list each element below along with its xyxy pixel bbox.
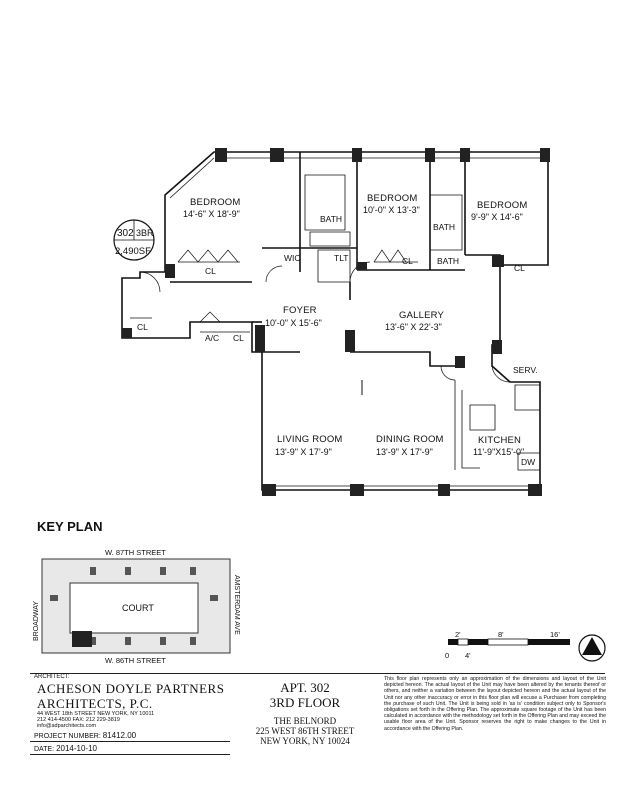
room-dimensions: 13'-6" X 22'-3" bbox=[385, 322, 442, 332]
room-dimensions: 11'-9"X15'-0" bbox=[473, 447, 524, 457]
room-bedroom-2: BEDROOM 10'-0" X 13'-3" bbox=[363, 193, 420, 215]
bath-label: BATH bbox=[433, 222, 455, 232]
project-number-value: 81412.00 bbox=[102, 731, 137, 740]
closet-label: CL bbox=[205, 266, 216, 276]
closet-label: CL bbox=[402, 256, 413, 266]
street-east: AMSTERDAM AVE bbox=[233, 575, 240, 635]
north-arrow-icon bbox=[578, 634, 606, 662]
project-number-label: PROJECT NUMBER: bbox=[34, 733, 101, 740]
unit-number: 302 bbox=[117, 228, 134, 239]
room-name: LIVING ROOM bbox=[277, 434, 343, 445]
building-name: THE BELNORD bbox=[273, 716, 337, 726]
unit-badge: 302 3BR 2,490SF bbox=[113, 219, 155, 261]
architect-firm: ACHESON DOYLE PARTNERS ARCHITECTS, P.C. bbox=[37, 681, 224, 711]
disclaimer-text: This floor plan represents only an appro… bbox=[384, 676, 606, 732]
architect-phone: 212 414-4500 FAX: 212 229-3819 bbox=[37, 717, 120, 723]
floor-plan: BEDROOM 14'-6" X 18'-9" BEDROOM 10'-0" X… bbox=[113, 148, 550, 496]
room-name: DINING ROOM bbox=[376, 434, 444, 445]
room-name: BEDROOM bbox=[190, 197, 241, 208]
svg-text:0: 0 bbox=[445, 651, 449, 660]
room-name: BEDROOM bbox=[367, 193, 418, 204]
svg-text:8': 8' bbox=[498, 630, 504, 639]
unit-highlight bbox=[72, 631, 92, 647]
room-name: BEDROOM bbox=[477, 200, 528, 211]
room-name: KITCHEN bbox=[478, 435, 521, 446]
room-kitchen: KITCHEN 11'-9"X15'-0" bbox=[473, 435, 524, 457]
date-label: DATE: bbox=[34, 746, 55, 753]
svg-text:2': 2' bbox=[455, 630, 461, 639]
room-name: GALLERY bbox=[399, 310, 445, 321]
svg-text:4': 4' bbox=[465, 651, 471, 660]
room-gallery: GALLERY 13'-6" X 22'-3" bbox=[385, 310, 445, 332]
room-living-room: LIVING ROOM 13'-9" X 17'-9" bbox=[275, 434, 343, 457]
room-dining-room: DINING ROOM 13'-9" X 17'-9" bbox=[376, 434, 444, 457]
apartment-info: APT. 302 3RD FLOOR THE BELNORD 225 WEST … bbox=[250, 680, 360, 746]
closet-label: CL bbox=[514, 263, 525, 273]
room-dimensions: 13'-9" X 17'-9" bbox=[376, 447, 433, 457]
wic-label: WIC bbox=[284, 253, 301, 263]
firm-name-line2: ARCHITECTS, P.C. bbox=[37, 696, 153, 711]
bath-label: BATH bbox=[320, 214, 342, 224]
room-dimensions: 13'-9" X 17'-9" bbox=[275, 447, 332, 457]
unit-rooms: 3BR bbox=[136, 228, 154, 238]
architect-email: info@adparchitects.com bbox=[37, 723, 97, 729]
architect-heading: ARCHITECT: bbox=[34, 674, 70, 680]
room-dimensions: 10'-0" X 13'-3" bbox=[363, 205, 420, 215]
svg-text:16': 16' bbox=[550, 630, 560, 639]
street-west: BROADWAY bbox=[33, 601, 40, 641]
key-plan: W. 87TH STREET W. 86TH STREET BROADWAY A… bbox=[33, 548, 240, 665]
room-dimensions: 10'-0" X 15'-6" bbox=[265, 318, 322, 328]
room-foyer: FOYER 10'-0" X 15'-6" bbox=[265, 305, 322, 328]
title-block-divider bbox=[30, 673, 605, 674]
dw-label: DW bbox=[521, 457, 535, 467]
building-street: 225 WEST 86TH STREET bbox=[255, 726, 355, 736]
apartment-number: APT. 302 bbox=[280, 680, 330, 695]
closet-label: CL bbox=[137, 322, 148, 332]
closet-label: CL bbox=[233, 333, 244, 343]
project-divider bbox=[30, 741, 230, 742]
ac-label: A/C bbox=[205, 333, 219, 343]
room-dimensions: 14'-6" X 18'-9" bbox=[183, 209, 240, 219]
bath-label: BATH bbox=[437, 256, 459, 266]
date-divider bbox=[30, 754, 230, 755]
building-city: NEW YORK, NY 10024 bbox=[260, 736, 350, 746]
apartment-floor: 3RD FLOOR bbox=[269, 695, 341, 710]
unit-area: 2,490SF bbox=[115, 246, 151, 257]
serv-label: SERV. bbox=[513, 365, 538, 375]
tlt-label: TLT bbox=[334, 253, 348, 263]
street-north: W. 87TH STREET bbox=[105, 548, 166, 557]
date-value: 2014-10-10 bbox=[56, 744, 97, 753]
scale-bar: 0 2' 4' 8' 16' bbox=[445, 630, 606, 662]
room-bedroom-1: BEDROOM 14'-6" X 18'-9" bbox=[183, 197, 241, 219]
project-number: PROJECT NUMBER: 81412.00 bbox=[34, 731, 136, 740]
court-label: COURT bbox=[122, 603, 154, 613]
street-south: W. 86TH STREET bbox=[105, 656, 166, 665]
architect-address: 44 WEST 18th STREET NEW YORK, NY 10011 bbox=[37, 711, 155, 717]
room-dimensions: 9'-9" X 14'-6" bbox=[471, 212, 523, 222]
project-date: DATE: 2014-10-10 bbox=[34, 744, 97, 753]
room-name: FOYER bbox=[283, 305, 317, 316]
room-bedroom-3: BEDROOM 9'-9" X 14'-6" bbox=[471, 200, 528, 222]
firm-name-line1: ACHESON DOYLE PARTNERS bbox=[37, 681, 225, 696]
key-plan-title: KEY PLAN bbox=[37, 519, 103, 534]
